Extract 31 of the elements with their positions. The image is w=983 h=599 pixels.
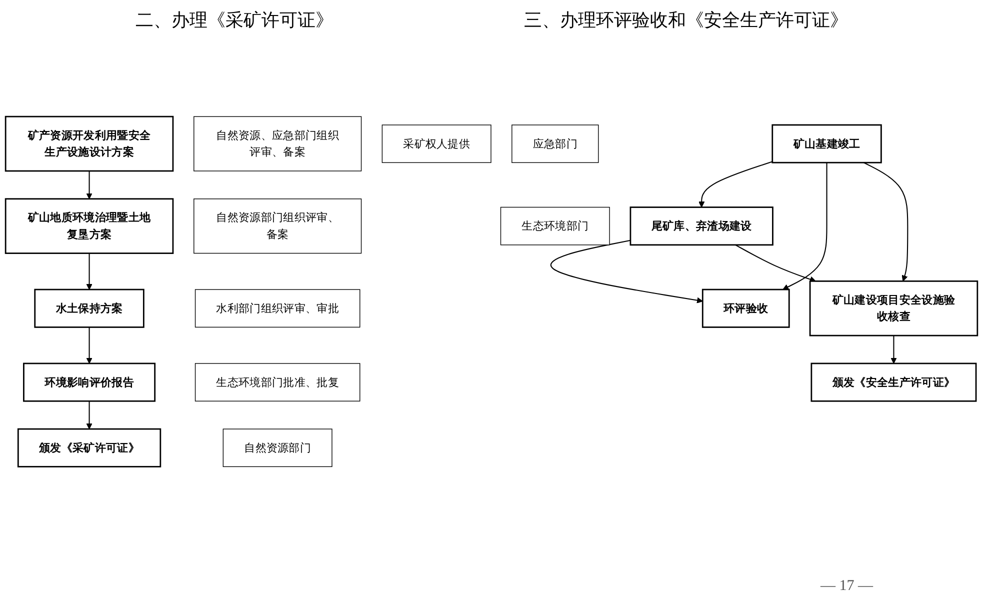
node-box: 生态环境部门批准、批复 (194, 363, 360, 402)
node-box: 水利部门组织评审、审批 (194, 290, 360, 328)
arrow (890, 336, 897, 364)
node-box: 应急部门 (512, 124, 599, 164)
node-box: 矿山基建竣工 (772, 124, 882, 164)
node-box: 采矿权人提供 (382, 124, 492, 164)
node-box: 环境影响评价报告 (23, 363, 156, 402)
node-box: 矿山地质环境治理暨土地复垦方案 (4, 198, 174, 254)
node-box: 自然资源部门 (222, 429, 332, 468)
arrow (782, 162, 828, 290)
node-box: 自然资源、应急部门组织评审、备案 (194, 116, 362, 172)
node-box: 矿山建设项目安全设施验收核查 (809, 280, 978, 337)
arrow (86, 402, 92, 430)
arrow (86, 171, 92, 200)
section-heading: 二、办理《采矿许可证》 (135, 9, 334, 32)
node-box: 水土保持方案 (34, 289, 144, 328)
arrow (86, 254, 92, 290)
section-heading: 三、办理环评验收和《安全生产许可证》 (524, 9, 848, 32)
arrow (550, 240, 703, 304)
node-box: 颁发《安全生产许可证》 (810, 363, 977, 402)
node-box: 尾矿库、弃渣场建设 (630, 206, 774, 246)
node-box: 环评验收 (702, 289, 790, 328)
arrow (86, 328, 92, 364)
node-box: 生态环境部门 (500, 207, 610, 246)
arrow (864, 162, 908, 282)
arrow (698, 162, 773, 208)
node-box: 自然资源部门组织评审、备案 (194, 198, 362, 254)
node-box: 颁发《采矿许可证》 (17, 428, 162, 468)
arrow (735, 244, 816, 283)
node-box: 矿产资源开发利用暨安全生产设施设计方案 (4, 116, 174, 172)
page-number: — 17 — (820, 578, 873, 595)
